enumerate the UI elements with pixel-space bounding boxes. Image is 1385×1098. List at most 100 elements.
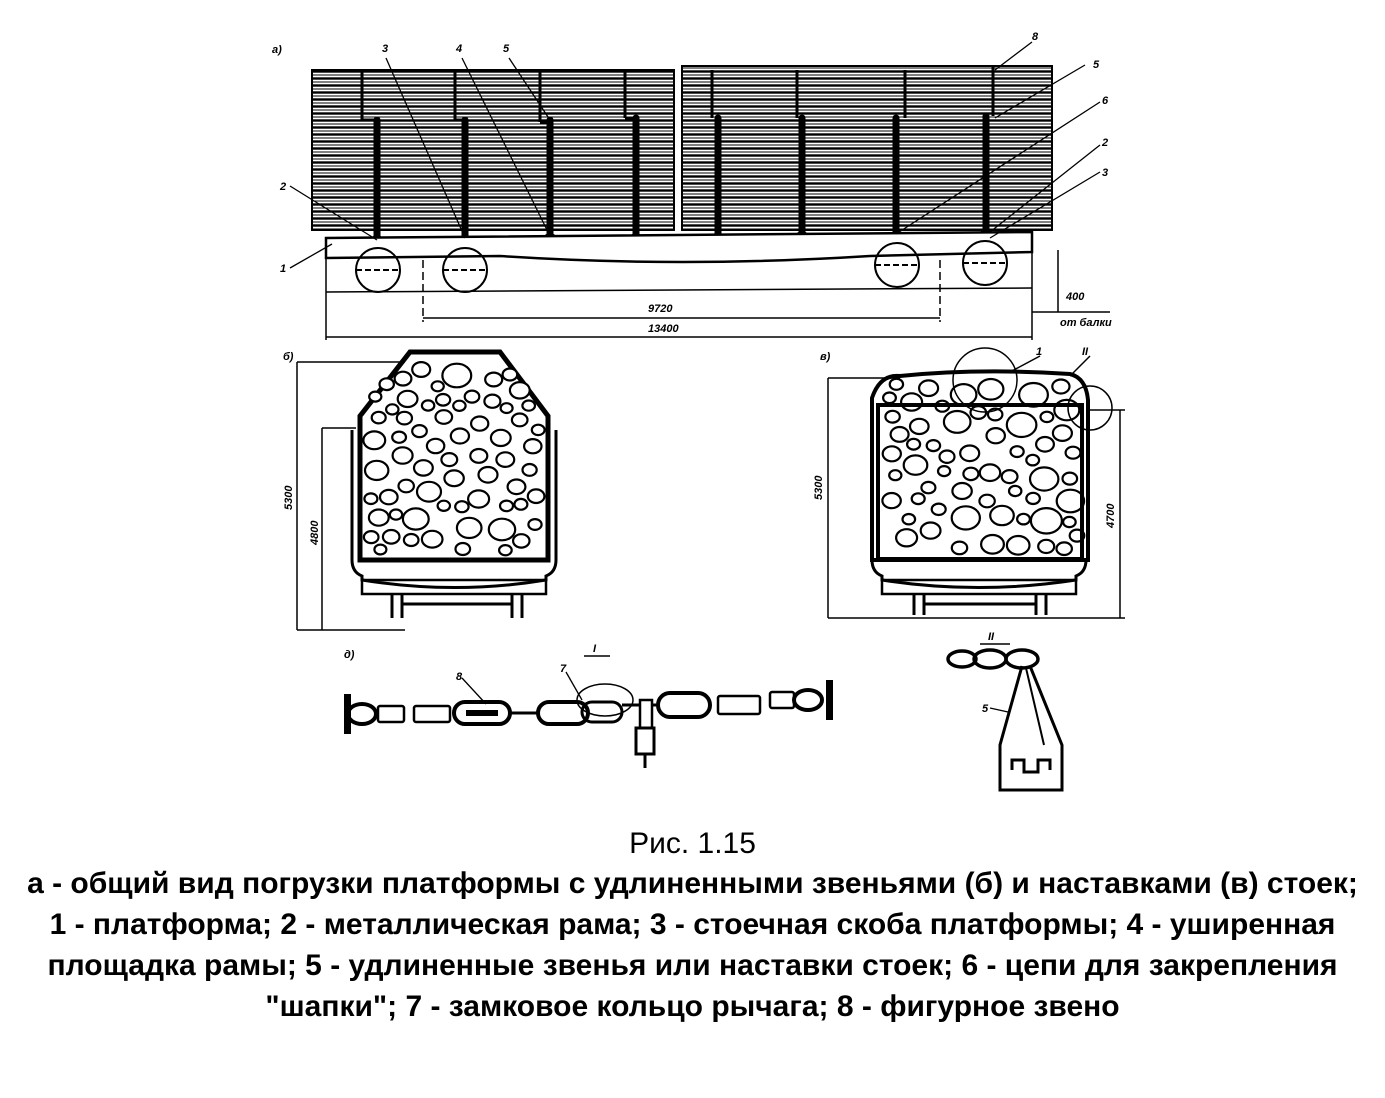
log-end [1055, 541, 1073, 557]
log-end [930, 502, 947, 517]
hook-detail: II 5 [946, 631, 1064, 792]
log-end [959, 444, 981, 463]
log-end [1000, 469, 1019, 485]
log-end [985, 427, 1006, 445]
log-end [1061, 471, 1079, 486]
callout-top-3: 3 [382, 43, 388, 55]
leader-lines [289, 41, 1101, 269]
log-end [889, 425, 910, 443]
log-end [463, 389, 481, 404]
log-end [950, 540, 969, 556]
log-end [393, 370, 413, 387]
log-end [530, 423, 546, 437]
log-end [454, 500, 470, 514]
detail-mark-2: II [988, 631, 995, 643]
log-end [527, 517, 543, 531]
dimension-lines-v [827, 355, 1125, 619]
dimension-overall-length: 13400 [648, 323, 679, 335]
dimension-b-total-height: 5300 [283, 485, 295, 510]
panel-label-b: б) [283, 351, 294, 363]
log-end [1005, 534, 1031, 556]
log-end [368, 390, 383, 403]
log-end [881, 445, 903, 463]
panel-label-v: в) [820, 351, 831, 363]
log-end [962, 466, 980, 482]
dimension-b-load-height: 4800 [309, 520, 321, 546]
platform-frame [324, 230, 1034, 264]
log-end [411, 361, 432, 379]
bogies [355, 240, 1008, 293]
log-end [949, 383, 978, 407]
dimension-rail-height: 400 [1065, 291, 1085, 303]
panel-label-a: а) [272, 44, 282, 56]
log-end [1034, 435, 1055, 453]
log-end [498, 499, 515, 513]
log-end [917, 379, 940, 398]
dimension-v-load-height: 4700 [1105, 503, 1117, 529]
log-end [899, 392, 924, 412]
detail-circle-1 [952, 347, 1018, 413]
log-end [452, 399, 467, 412]
log-end [1009, 445, 1025, 459]
log-end [362, 430, 387, 451]
dimension-lines-b [296, 361, 405, 631]
log-end [1007, 484, 1023, 498]
log-stack-right [681, 65, 1053, 231]
log-end [513, 497, 529, 511]
log-stack-left [311, 69, 675, 231]
callout-top-4: 4 [455, 43, 462, 55]
log-end [402, 532, 420, 548]
log-end [477, 465, 499, 484]
log-end [1028, 466, 1060, 492]
log-end [363, 492, 379, 506]
detail-circle-2 [1067, 385, 1113, 431]
log-end [951, 481, 973, 501]
log-end [370, 410, 387, 425]
chain-detail: д) I [344, 643, 833, 768]
log-end [362, 529, 380, 545]
log-end [978, 463, 1002, 483]
log-end [950, 505, 982, 531]
log-end [415, 480, 443, 503]
callout-top-5: 5 [503, 43, 510, 55]
log-end [489, 428, 512, 448]
log-end [470, 415, 490, 432]
end-view-v: в) 1 II 5300 4700 [813, 346, 1125, 619]
log-end [942, 409, 972, 434]
log-end [910, 492, 926, 506]
detail-mark-1: I [593, 643, 597, 655]
log-end [1005, 411, 1038, 439]
chain-anchor-right [826, 680, 833, 720]
log-end [397, 478, 415, 494]
wagon-legs-b [390, 594, 524, 618]
dimension-inner-base: 9720 [648, 303, 673, 315]
log-end [469, 447, 489, 464]
log-ends-b [362, 361, 546, 557]
rail-line [325, 287, 1033, 293]
log-end [1053, 398, 1081, 422]
log-end [454, 541, 472, 557]
log-end [367, 508, 390, 527]
log-end [526, 488, 546, 505]
wagon-body-b [350, 430, 558, 589]
log-end [381, 528, 401, 545]
callout-right-5: 5 [1093, 59, 1100, 71]
log-end [508, 380, 531, 400]
section-mark-v-1: 1 [1036, 346, 1042, 358]
log-end [1029, 506, 1064, 535]
log-end [1039, 410, 1055, 424]
log-end [378, 377, 395, 392]
callout-top-8: 8 [1032, 31, 1039, 43]
wagon-frame-v [880, 578, 1078, 596]
dimension-v-total-height: 5300 [813, 475, 825, 500]
log-end [521, 399, 537, 412]
log-end [979, 533, 1005, 555]
wagon-body-v [870, 559, 1088, 589]
chain-anchor-left [344, 694, 378, 734]
log-end [483, 393, 502, 409]
callout-hook-5: 5 [982, 703, 989, 715]
log-end [420, 529, 444, 549]
log-end [373, 543, 388, 556]
log-end [412, 459, 434, 477]
log-end [506, 478, 527, 496]
